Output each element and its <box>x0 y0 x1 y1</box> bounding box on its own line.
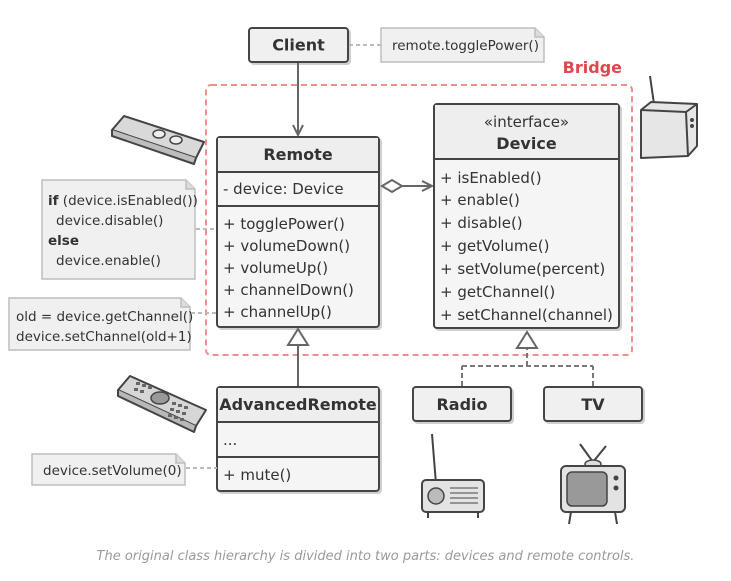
keyword-else: else <box>48 233 79 249</box>
mute-note: device.setVolume(0) <box>31 453 186 486</box>
figure-caption: The original class hierarchy is divided … <box>96 549 635 564</box>
toggle-note-line-2: device.disable() <box>56 213 163 229</box>
remote-field: - device: Device <box>223 180 344 198</box>
device-interface: «interface» Device + isEnabled() + enabl… <box>433 103 620 329</box>
client-note: remote.togglePower() <box>380 27 545 63</box>
tv-class-name: TV <box>581 395 605 414</box>
toggle-note-line-4: device.enable() <box>56 253 161 269</box>
remote-method: + channelUp() <box>223 303 332 321</box>
advanced-remote-illustration <box>117 375 207 433</box>
tv-illustration <box>560 443 626 525</box>
radio-class: Radio <box>412 386 512 422</box>
client-class: Client <box>248 27 349 63</box>
device-method: + setVolume(percent) <box>440 260 605 278</box>
remote-class: Remote - device: Device + togglePower() … <box>216 136 380 328</box>
advanced-remote-inheritance <box>286 327 310 386</box>
client-note-text: remote.togglePower() <box>392 38 539 54</box>
remote-method: + channelDown() <box>223 281 354 299</box>
device-method: + isEnabled() <box>440 169 542 187</box>
radio-class-name: Radio <box>436 395 487 414</box>
mute-note-text: device.setVolume(0) <box>43 463 182 479</box>
device-realization <box>461 330 594 386</box>
remote-device-aggregation <box>380 178 432 194</box>
bridge-region <box>205 84 633 356</box>
toggle-note-condition: (device.isEnabled()) <box>59 193 198 209</box>
device-method: + enable() <box>440 191 520 209</box>
keyword-if: if <box>48 193 59 209</box>
advanced-remote-class: AdvancedRemote ... + mute() <box>216 386 380 492</box>
client-class-name: Client <box>272 36 325 55</box>
device-method: + getVolume() <box>440 237 549 255</box>
tv-class: TV <box>543 386 643 422</box>
radio-illustration <box>421 433 485 518</box>
remote-class-name: Remote <box>263 145 332 164</box>
device-method: + getChannel() <box>440 283 555 301</box>
advanced-remote-field: ... <box>223 431 237 449</box>
device-method: + setChannel(channel) <box>440 306 613 324</box>
remote-method: + togglePower() <box>223 215 345 233</box>
channel-up-note: old = device.getChannel() device.setChan… <box>8 297 193 351</box>
advanced-remote-method: + mute() <box>223 466 291 484</box>
device-method: + disable() <box>440 214 523 232</box>
advanced-remote-class-name: AdvancedRemote <box>219 395 377 414</box>
device-interface-name: Device <box>496 134 557 153</box>
device-stereotype: «interface» <box>484 113 569 131</box>
device-box-illustration <box>640 75 698 159</box>
remote-method: + volumeDown() <box>223 237 350 255</box>
toggle-note-line-1: if (device.isEnabled()) <box>48 193 198 209</box>
remote-method: + volumeUp() <box>223 259 328 277</box>
channel-note-line: device.setChannel(old+1) <box>16 329 192 345</box>
toggle-power-note: if (device.isEnabled()) device.disable()… <box>41 179 198 280</box>
bridge-label: Bridge <box>563 58 622 77</box>
simple-remote-illustration <box>111 115 205 165</box>
channel-note-line: old = device.getChannel() <box>16 309 193 325</box>
